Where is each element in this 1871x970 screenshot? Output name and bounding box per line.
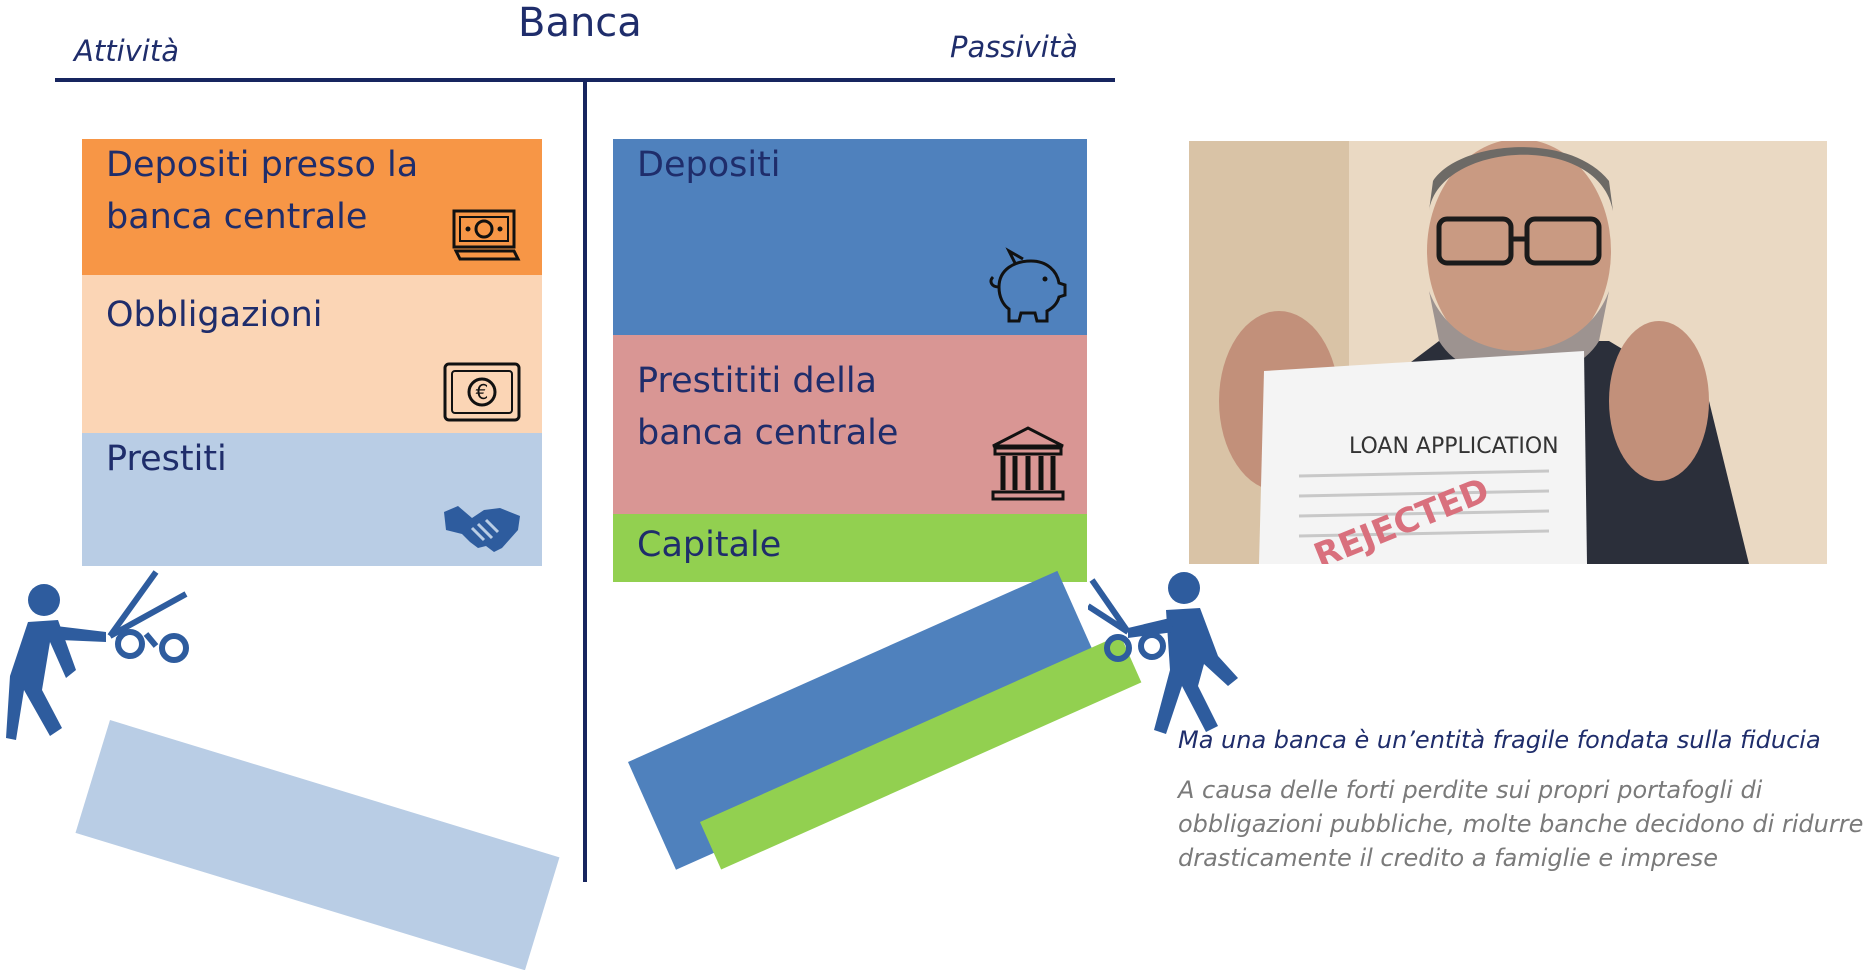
rejected-loan-photo: LOAN APPLICATION REJECTED xyxy=(1189,141,1827,564)
asset-label: Prestiti xyxy=(106,439,227,479)
loan-application-sign: LOAN APPLICATION xyxy=(1349,434,1559,459)
t-account-horizontal-line xyxy=(55,78,1115,82)
piggy-bank-icon xyxy=(989,247,1067,323)
liability-deposits: Depositi xyxy=(613,139,1087,335)
caption-main: Ma una banca è un’entità fragile fondata… xyxy=(1178,726,1821,754)
rejected-loan-photo-illustration: LOAN APPLICATION REJECTED xyxy=(1189,141,1827,564)
asset-loans: Prestiti xyxy=(82,433,542,566)
assets-label: Attività xyxy=(74,34,179,68)
caption-sub: A causa delle forti perdite sui propri p… xyxy=(1178,776,1864,872)
person-with-scissors-icon xyxy=(6,570,189,740)
liability-central-bank-loans: Prestititi della banca centrale xyxy=(613,335,1087,514)
diagram-title: Banca xyxy=(518,0,642,46)
handshake-icon xyxy=(444,506,520,552)
banknote-icon xyxy=(452,209,521,261)
asset-label: Depositi presso la banca centrale xyxy=(106,145,419,237)
bank-building-icon xyxy=(991,426,1065,501)
liabilities-label: Passività xyxy=(950,30,1078,64)
liability-label: Capitale xyxy=(637,525,782,565)
liability-label: Depositi xyxy=(637,145,781,185)
asset-label: Obbligazioni xyxy=(106,295,323,335)
svg-text:€: € xyxy=(476,380,489,404)
liability-capital: Capitale xyxy=(613,514,1087,582)
euro-bond-icon: € xyxy=(443,362,521,422)
asset-bonds: Obbligazioni € xyxy=(82,275,542,433)
t-account-vertical-line xyxy=(583,82,587,882)
liability-label: Prestititi della banca centrale xyxy=(637,361,899,453)
person-with-scissors-icon xyxy=(1088,572,1238,734)
asset-central-bank-deposits: Depositi presso la banca centrale xyxy=(82,139,542,275)
